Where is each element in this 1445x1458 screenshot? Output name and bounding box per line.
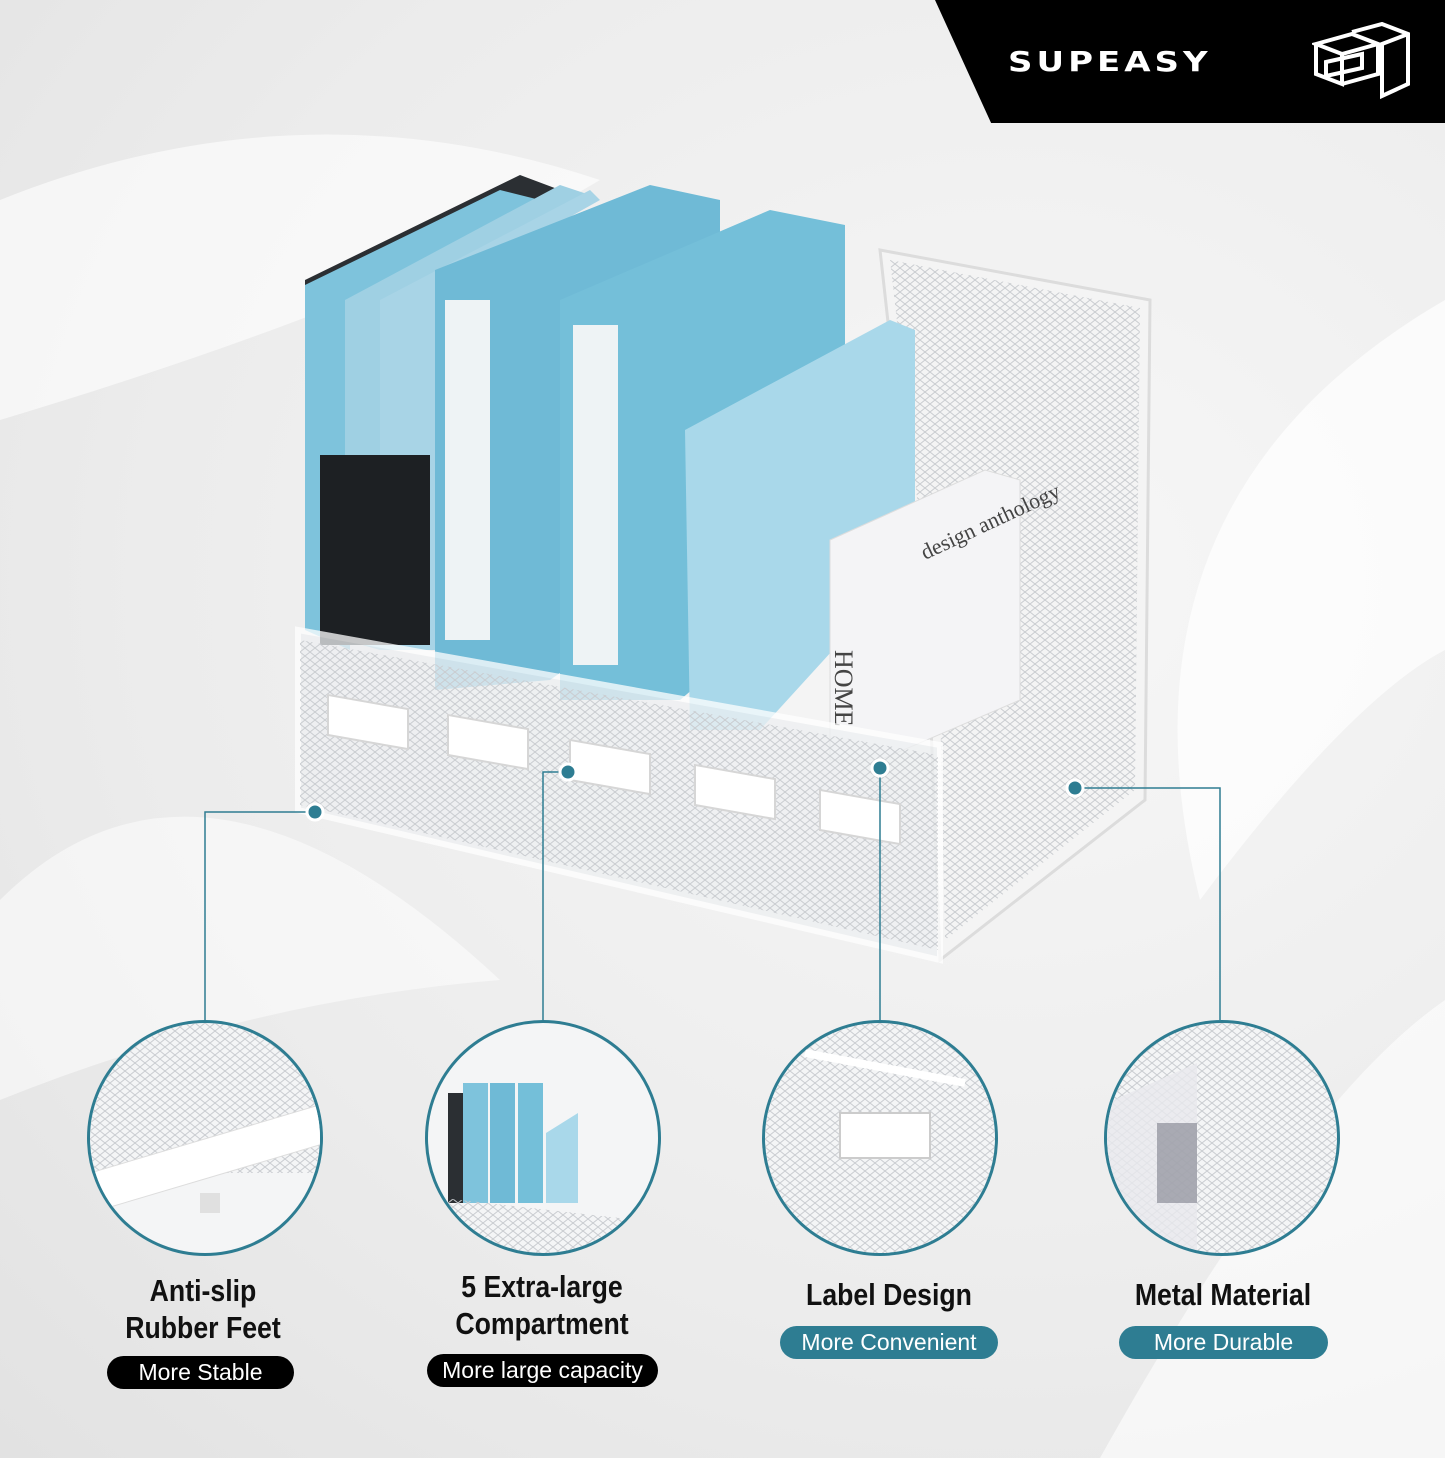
feature-title-metal: Metal Material [1134, 1277, 1312, 1312]
feature-title-rubber-feet: Anti-slip Rubber Feet [125, 1273, 281, 1345]
feature-title-compartments: 5 Extra-large Compartment [455, 1269, 629, 1341]
badge-more-convenient: More Convenient [780, 1326, 998, 1359]
brand-logo-text: SUPEASY [1008, 46, 1212, 78]
badge-more-stable: More Stable [107, 1356, 294, 1389]
detail-circle-metal [1104, 1020, 1340, 1256]
detail-circle-rubber-feet [87, 1020, 323, 1256]
folders: design anthology HOME [305, 175, 1064, 761]
badge-more-capacity: More large capacity [427, 1354, 658, 1387]
detail-circle-compartments [425, 1020, 661, 1256]
badge-more-durable: More Durable [1119, 1326, 1328, 1359]
feature-title-label: Label Design [806, 1277, 972, 1312]
detail-circle-label [762, 1020, 998, 1256]
stacked-cube-logo-icon [1312, 22, 1410, 100]
book-spine: HOME [829, 650, 858, 727]
file-organizer-photo: design anthology HOME [298, 175, 1152, 963]
